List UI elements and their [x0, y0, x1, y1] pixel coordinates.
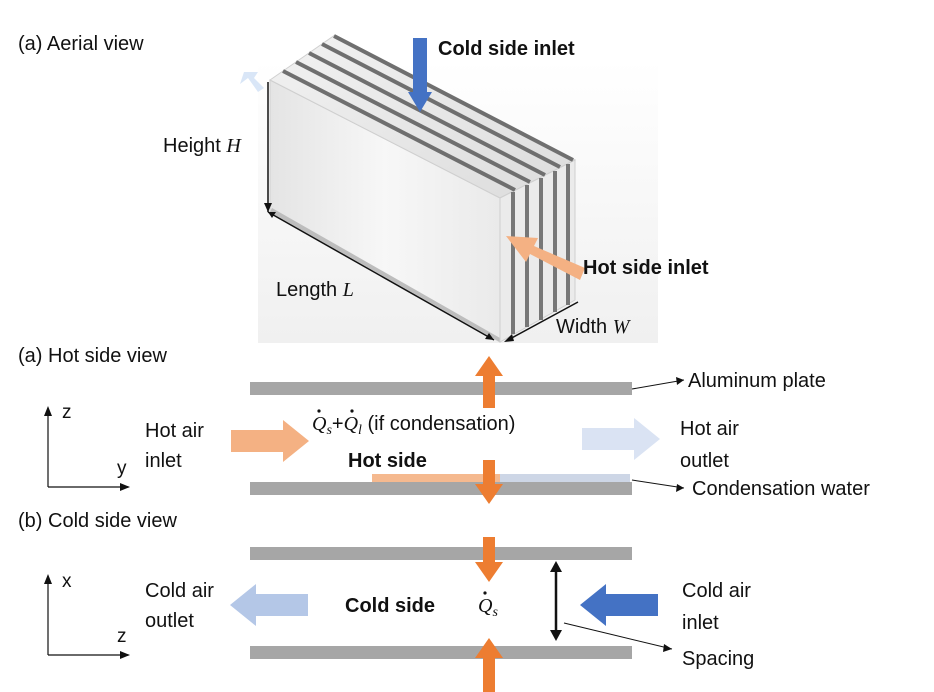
- hot-inlet-text-2: inlet: [145, 450, 182, 472]
- width-arrowhead: [504, 334, 514, 342]
- ql-dot-hot: [350, 409, 354, 413]
- aluminum-plate-leader: [631, 379, 685, 390]
- cold-outlet-text-2: outlet: [145, 610, 194, 632]
- hot-axis-y-label: y: [117, 458, 127, 479]
- hot-inlet-label: Hot side inlet: [583, 257, 709, 279]
- width-dimension-line: [507, 301, 579, 341]
- condensation-water-label: Condensation water: [692, 478, 870, 500]
- cold-axis-z-arrow: [120, 651, 130, 659]
- cold-air-outlet-arrow: [230, 584, 308, 626]
- hot-axis-y-arrow: [120, 483, 130, 491]
- spacing-arrow-bottom: [550, 630, 562, 641]
- cold-inlet-arrow: [408, 38, 432, 112]
- cold-outlet-faded-arrow: [240, 72, 264, 92]
- height-arrowhead: [264, 203, 272, 212]
- length-arrowhead-end: [485, 333, 494, 340]
- aluminum-plate-label: Aluminum plate: [688, 370, 826, 392]
- height-label: Height H: [163, 135, 242, 157]
- condensation-leader-head: [676, 484, 684, 492]
- cold-bottom-plate: [250, 646, 632, 659]
- qs-dot-cold: [483, 591, 487, 595]
- top-plate-lines: [282, 34, 574, 192]
- hot-air-outlet-arrow: [582, 418, 660, 460]
- aerial-caption: (a) Aerial view: [18, 33, 144, 55]
- cold-outlet-text-1: Cold air: [145, 580, 214, 602]
- hot-inlet-arrow: [506, 236, 585, 280]
- cold-top-plate: [250, 547, 632, 560]
- hot-view-axes: [47, 410, 126, 488]
- cold-axis-x-arrow: [44, 574, 52, 584]
- spacing-label: Spacing: [682, 648, 754, 670]
- hot-inlet-text-1: Hot air: [145, 420, 204, 442]
- cold-inlet-text-1: Cold air: [682, 580, 751, 602]
- spacing-leader-head: [663, 644, 672, 652]
- cold-axis-x-label: x: [62, 571, 72, 592]
- cold-side-label: Cold side: [345, 595, 435, 617]
- hot-heat-up-arrow: [475, 356, 503, 408]
- condensation-leader: [631, 479, 685, 489]
- spacing-leader: [563, 622, 673, 650]
- qs-dot-hot: [317, 409, 321, 413]
- cold-inlet-text-2: inlet: [682, 612, 719, 634]
- hot-axis-z-label: z: [62, 402, 72, 423]
- length-dimension-line: [267, 211, 495, 341]
- length-label: Length L: [276, 279, 354, 301]
- hot-top-plate: [250, 382, 632, 395]
- hot-air-inlet-arrow: [231, 420, 309, 462]
- hot-outlet-text-2: outlet: [680, 450, 729, 472]
- cold-heat-down-arrow: [475, 537, 503, 582]
- spacing-arrow-top: [550, 561, 562, 572]
- cold-view-axes: [47, 578, 126, 656]
- cold-heat-label: Qs: [478, 595, 498, 620]
- hot-side-label: Hot side: [348, 450, 427, 472]
- cold-heat-up-arrow: [475, 638, 503, 692]
- condensation-water-strip-cool: [500, 474, 630, 482]
- length-arrowhead-start: [268, 212, 276, 218]
- hot-view-caption: (a) Hot side view: [18, 345, 167, 367]
- hot-heat-down-arrow: [475, 460, 503, 504]
- cold-view-caption: (b) Cold side view: [18, 510, 178, 532]
- aluminum-plate-leader-head: [676, 377, 684, 385]
- width-label: Width W: [556, 316, 632, 338]
- hot-outlet-text-1: Hot air: [680, 418, 739, 440]
- hot-bottom-plate: [250, 482, 632, 495]
- cold-air-inlet-arrow: [580, 584, 658, 626]
- cold-axis-z-label: z: [117, 626, 127, 647]
- cold-inlet-label: Cold side inlet: [438, 38, 575, 60]
- hot-heat-label: Qs+Ql (if condensation): [312, 413, 515, 438]
- hot-axis-z-arrow: [44, 406, 52, 416]
